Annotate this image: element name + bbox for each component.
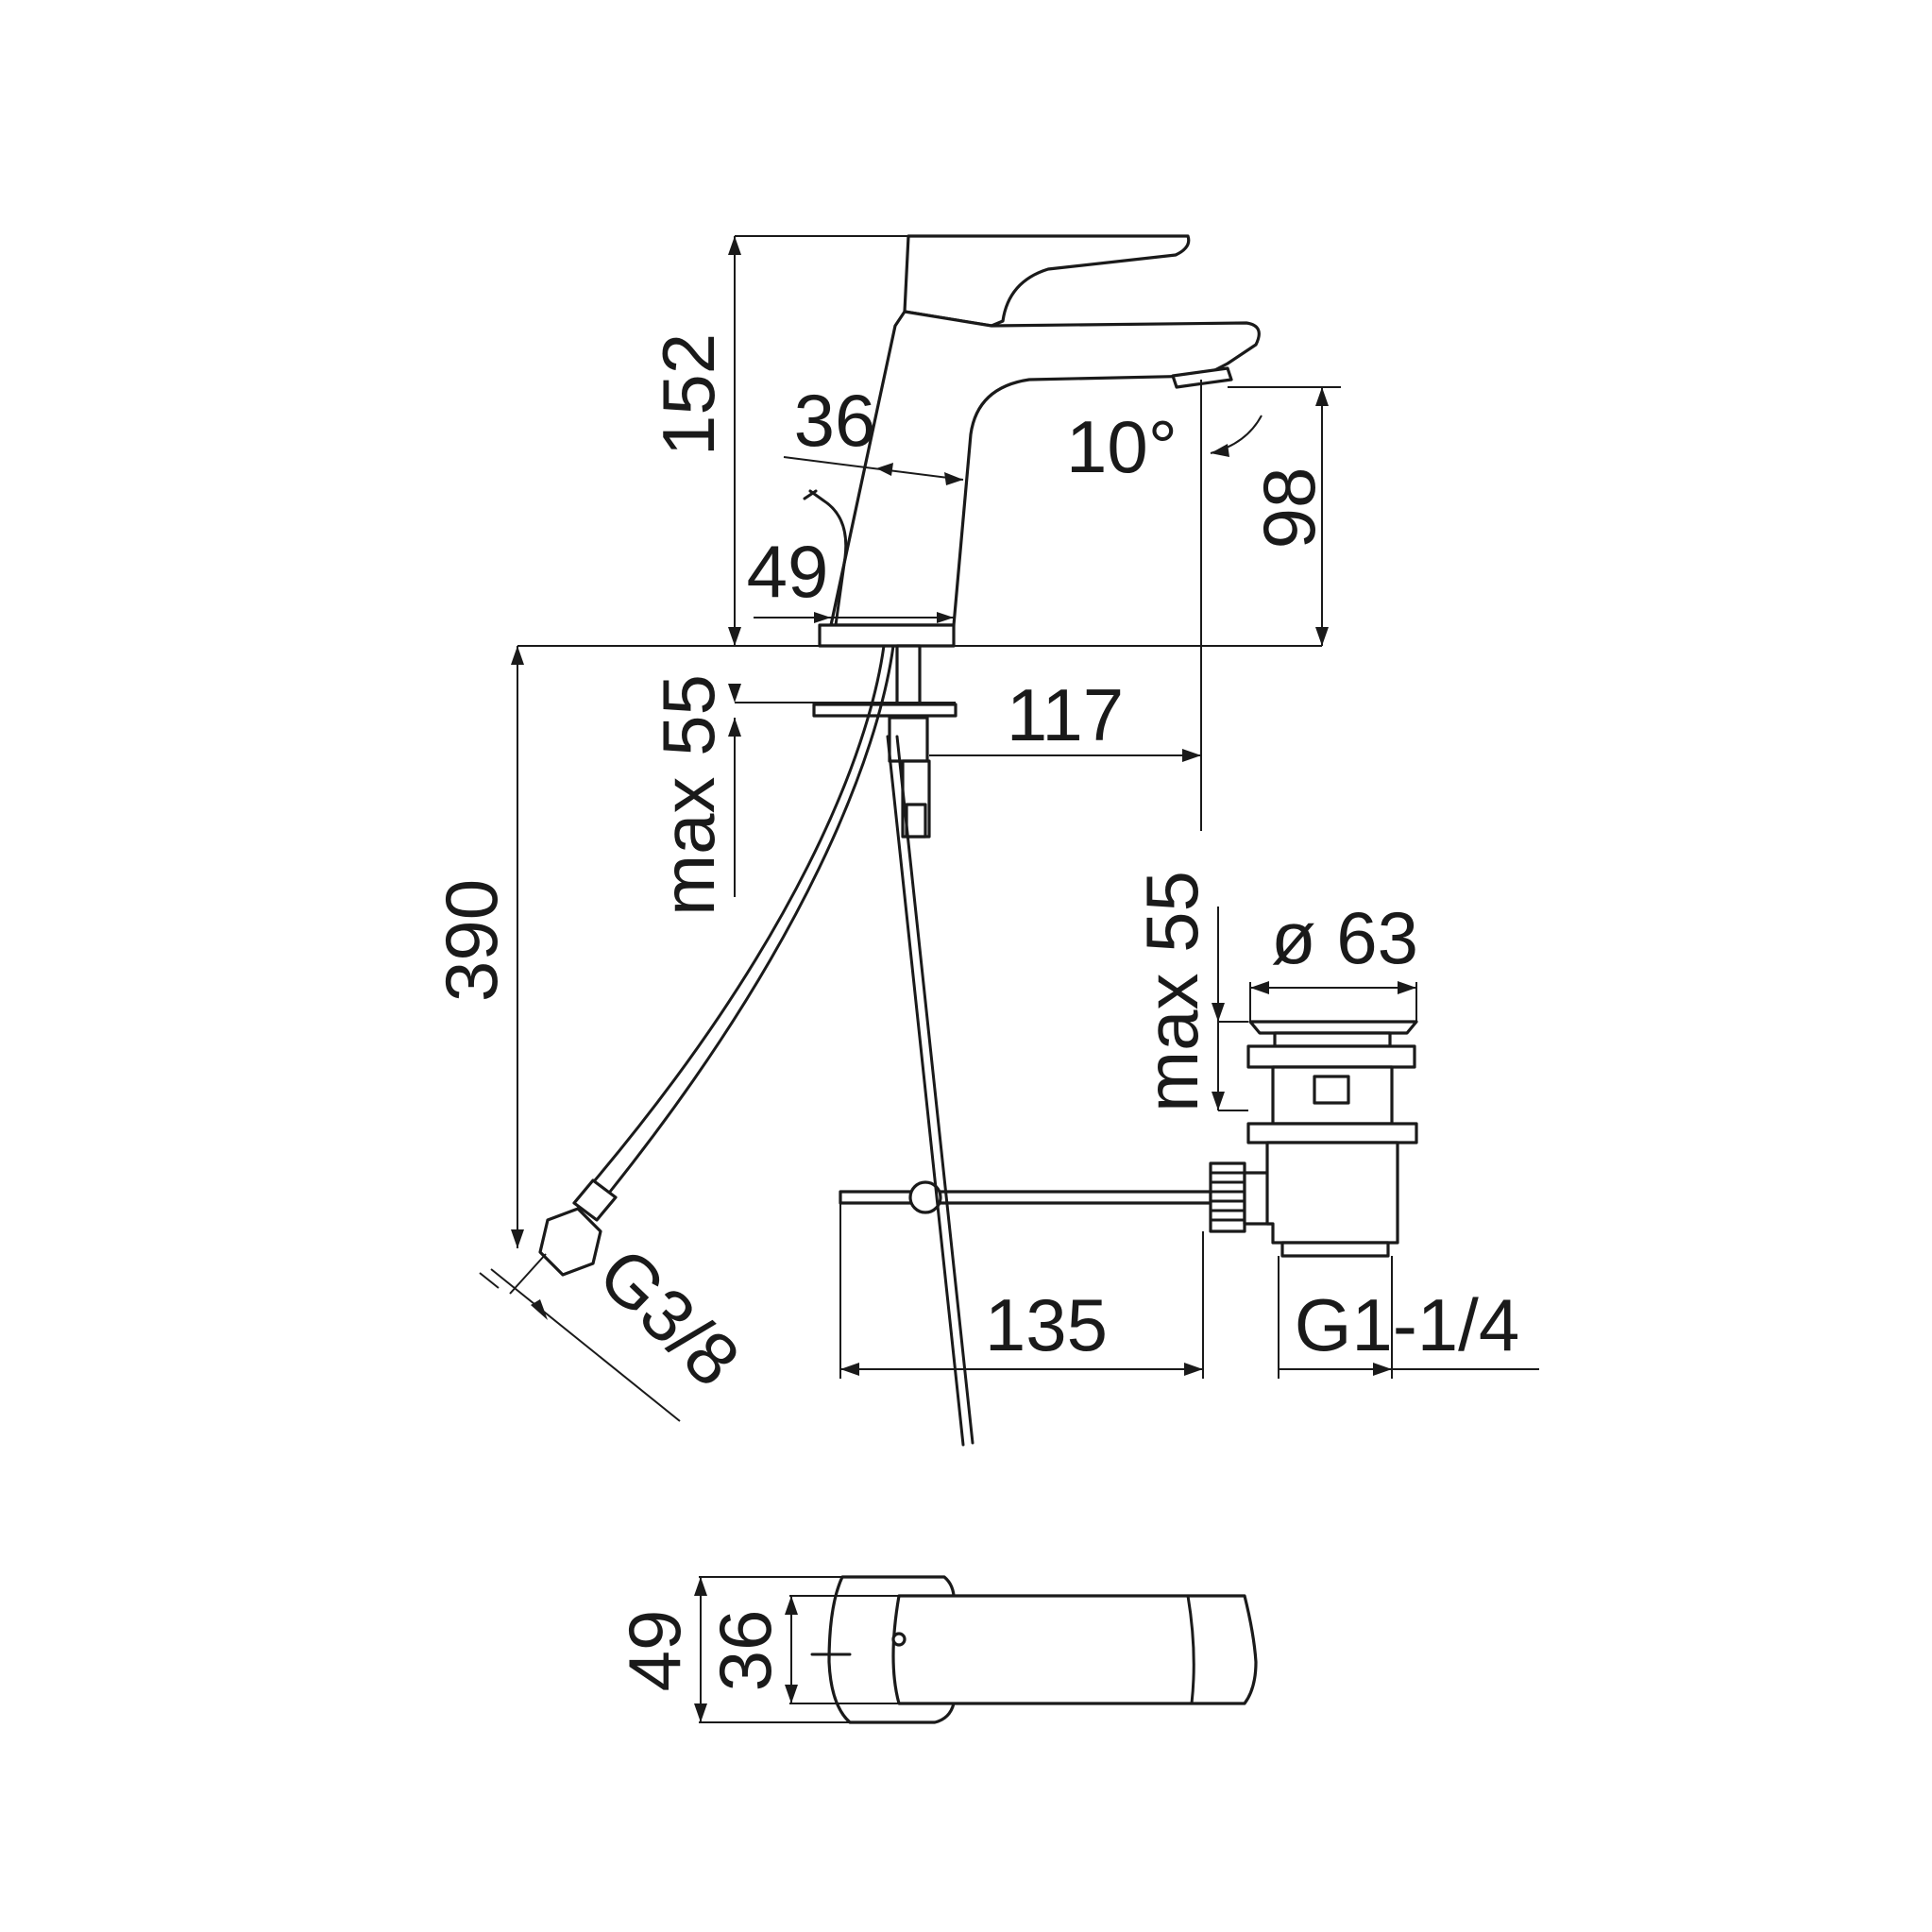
aerator <box>1171 366 1233 389</box>
flexible-hose-inner <box>608 644 895 1194</box>
plug-head <box>1248 1020 1418 1035</box>
waste-flange-bottom <box>1246 1122 1418 1144</box>
hose-nut <box>538 1207 602 1277</box>
dim-152: 152 <box>647 333 730 456</box>
pull-rod <box>886 735 965 1447</box>
dimension-lines <box>479 235 1539 1723</box>
base-plate <box>818 623 956 648</box>
dim-117: 117 <box>1007 673 1124 756</box>
mixer-side-view <box>538 234 1261 1277</box>
dimension-labels: 152 36 10° 98 49 max 55 117 390 G3/8 max… <box>430 333 1519 1691</box>
dim-36-body: 36 <box>794 379 876 462</box>
dim-g38: G3/8 <box>583 1231 755 1402</box>
dim-d63: ø 63 <box>1271 896 1418 979</box>
hose-crimp <box>572 1178 618 1222</box>
waste-tail <box>1280 1241 1390 1258</box>
plug-stem <box>1273 1031 1392 1048</box>
dim-98: 98 <box>1247 467 1330 550</box>
dim-max55-mixer: max 55 <box>647 674 730 916</box>
dim-10-deg: 10° <box>1066 405 1178 488</box>
top-view-dot <box>891 1632 907 1647</box>
flexible-hose <box>593 644 886 1182</box>
top-view-spout <box>891 1594 1258 1705</box>
supply-tail-end <box>905 803 927 839</box>
dim-g114: G1-1/4 <box>1295 1283 1519 1366</box>
waste-assembly <box>839 735 1418 1447</box>
dim-49-base: 49 <box>747 530 829 613</box>
waste-flange-top <box>1246 1044 1416 1069</box>
dim-max55-waste: max 55 <box>1130 871 1213 1112</box>
dim-36-top: 36 <box>703 1610 787 1692</box>
dim-135: 135 <box>985 1283 1108 1366</box>
popup-lever <box>808 489 848 627</box>
knurl-lines <box>1211 1171 1245 1222</box>
fixing-nut <box>888 716 929 763</box>
popup-rod <box>839 1190 1212 1205</box>
dim-49-top: 49 <box>613 1610 696 1692</box>
mixer-body <box>829 310 1261 627</box>
pull-rod-inner <box>895 735 974 1445</box>
top-view-spout-line <box>1186 1594 1195 1705</box>
waste-window <box>1313 1075 1350 1105</box>
waste-body <box>1265 1141 1399 1245</box>
top-view <box>810 1575 1258 1724</box>
rod-pivot <box>908 1180 942 1214</box>
lever-handle <box>903 234 1191 328</box>
fixing-washer <box>812 703 958 718</box>
popup-lever-tip <box>803 489 818 500</box>
dim-390: 390 <box>430 879 513 1002</box>
